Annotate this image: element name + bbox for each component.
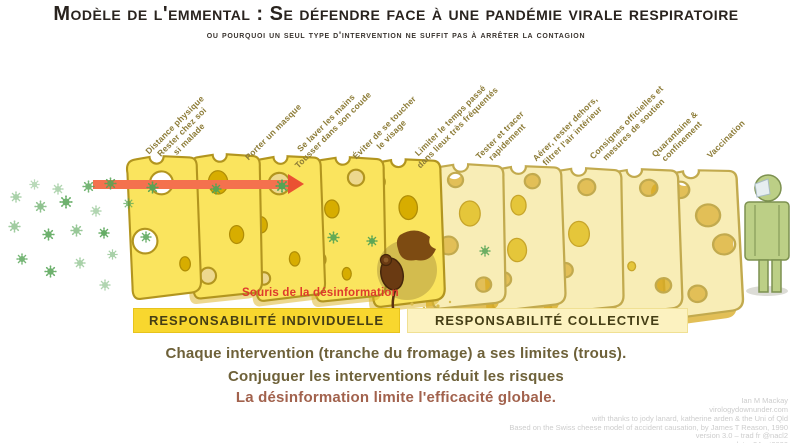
virus-icon	[69, 223, 83, 237]
virus-icon	[140, 230, 152, 243]
protected-person-icon	[744, 174, 790, 296]
virus-icon	[43, 264, 57, 278]
transmission-arrow-shaft	[93, 180, 289, 189]
crumb	[436, 304, 440, 308]
virus-icon	[103, 176, 117, 190]
virus-icon	[74, 256, 86, 269]
credit-line: virologydownunder.com	[709, 404, 788, 414]
virus-icon	[28, 177, 40, 190]
mouse-inner-ear	[383, 257, 389, 263]
slice-label-9: Quarantaine & confinement	[649, 109, 704, 164]
footer-line-1: Chaque intervention (tranche du fromage)…	[165, 345, 627, 362]
credit-line: with thanks to jody lanard, katherine ar…	[592, 413, 788, 423]
cheese-bite	[396, 230, 436, 261]
virus-icon	[59, 195, 73, 209]
footer-line-3: La désinformation limite l'efficacité gl…	[235, 389, 557, 406]
virus-icon	[326, 230, 340, 244]
page-title: Modèle de l'emmental : Se défendre face …	[53, 3, 739, 25]
virus-icon	[122, 196, 134, 209]
virus-icon	[106, 247, 118, 260]
credits-block: Ian M Mackay virologydownunder.com with …	[509, 396, 788, 443]
virus-icon	[366, 234, 378, 247]
banner-collective-label: RESPONSABILITÉ COLLECTIVE	[434, 313, 661, 328]
virus-icon	[41, 227, 55, 241]
person-torso	[744, 201, 790, 261]
cheese-slice-4	[299, 151, 394, 307]
virus-icon	[16, 252, 28, 265]
virus-icon	[81, 179, 95, 193]
slice-label-10: Vaccination	[704, 118, 747, 161]
crumb	[448, 300, 452, 304]
face-mask-icon	[754, 178, 771, 198]
cheese-slice-1	[114, 150, 210, 304]
page-subtitle: ou pourquoi un seul type d'intervention …	[206, 30, 586, 41]
credit-line: Based on the Swiss cheese model of accid…	[509, 422, 788, 432]
virus-icon	[145, 180, 159, 194]
footer-line-2: Conjuguer les interventions réduit les r…	[228, 368, 564, 385]
cheese-slice-3	[238, 150, 334, 307]
virus-icon	[33, 199, 47, 213]
banner-collective-responsibility: RESPONSABILITÉ COLLECTIVE	[407, 308, 688, 333]
credit-line: version 3.0 – trad fr @nacl2	[695, 431, 788, 441]
misinformation-mouse-icon	[377, 230, 452, 322]
credit-line: Ian M Mackay	[741, 396, 788, 405]
virus-icon	[275, 179, 289, 193]
virus-icon	[52, 182, 64, 195]
mouse-caption: Souris de la désinformation	[242, 287, 399, 299]
banner-individual-responsibility: RESPONSABILITÉ INDIVIDUELLE	[133, 308, 400, 333]
virus-icon	[99, 278, 111, 291]
virus-icon	[479, 244, 491, 257]
transmission-arrow-head-icon	[288, 174, 304, 194]
virus-icon	[90, 204, 102, 217]
virus-icon	[210, 182, 222, 195]
credit-line: update: 24oct2020	[509, 440, 788, 443]
virus-icon	[98, 226, 110, 239]
crumb	[410, 302, 414, 306]
person-leg	[758, 259, 769, 293]
virus-icon	[7, 219, 21, 233]
person-leg	[771, 259, 782, 293]
virus-icon	[10, 190, 22, 203]
banner-individual-label: RESPONSABILITÉ INDIVIDUELLE	[148, 313, 385, 328]
